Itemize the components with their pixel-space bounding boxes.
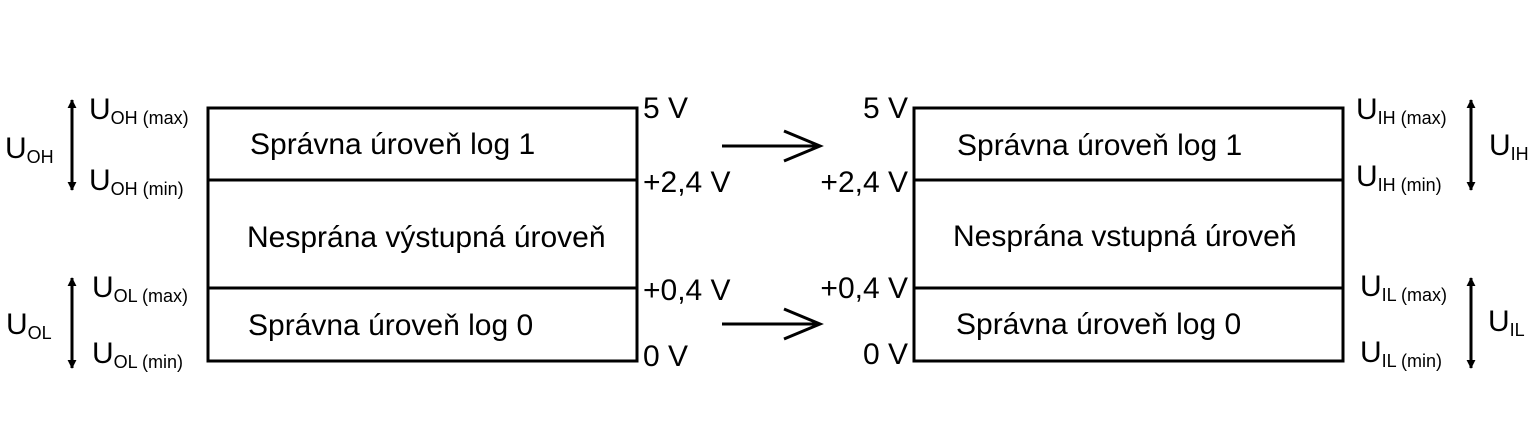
label-uil-min: UIL (min)	[1360, 336, 1442, 371]
label-uil-max: UIL (max)	[1360, 270, 1447, 305]
output-box-frame	[206, 106, 639, 363]
label-uil-range: UIL	[1488, 305, 1525, 340]
output-band-invalid: Nesprána výstupná úroveň	[247, 221, 606, 254]
input-voltage-bottom: 0 V	[863, 338, 908, 371]
input-level-box	[912, 106, 1345, 363]
output-band-log1: Správna úroveň log 1	[250, 128, 535, 161]
input-band-invalid: Nesprána vstupná úroveň	[953, 220, 1297, 253]
output-band-log0: Správna úroveň log 0	[248, 309, 533, 342]
transfer-arrow-high	[722, 129, 824, 163]
label-uih-max: UIH (max)	[1356, 93, 1447, 128]
label-uol-range: UOL	[6, 308, 52, 343]
input-voltage-low-threshold: +0,4 V	[820, 272, 908, 305]
input-voltage-top: 5 V	[863, 92, 908, 125]
label-uoh-range: UOH	[5, 132, 54, 167]
input-band-log0: Správna úroveň log 0	[956, 308, 1241, 341]
input-band-log1: Správna úroveň log 1	[957, 129, 1242, 162]
label-uoh-max: UOH (max)	[89, 93, 189, 128]
label-uih-min: UIH (min)	[1356, 160, 1442, 195]
input-box-frame	[912, 106, 1345, 363]
transfer-arrow-low	[722, 307, 824, 341]
label-uol-min: UOL (min)	[92, 337, 183, 372]
label-uih-range: UIH	[1489, 129, 1529, 164]
output-voltage-low-threshold: +0,4 V	[643, 274, 731, 307]
output-voltage-high-threshold: +2,4 V	[643, 166, 731, 199]
label-uol-max: UOL (max)	[92, 271, 188, 306]
input-voltage-high-threshold: +2,4 V	[820, 166, 908, 199]
output-voltage-top: 5 V	[643, 92, 688, 125]
output-level-box	[206, 106, 639, 363]
label-uoh-min: UOH (min)	[89, 164, 184, 199]
output-voltage-bottom: 0 V	[643, 340, 688, 373]
